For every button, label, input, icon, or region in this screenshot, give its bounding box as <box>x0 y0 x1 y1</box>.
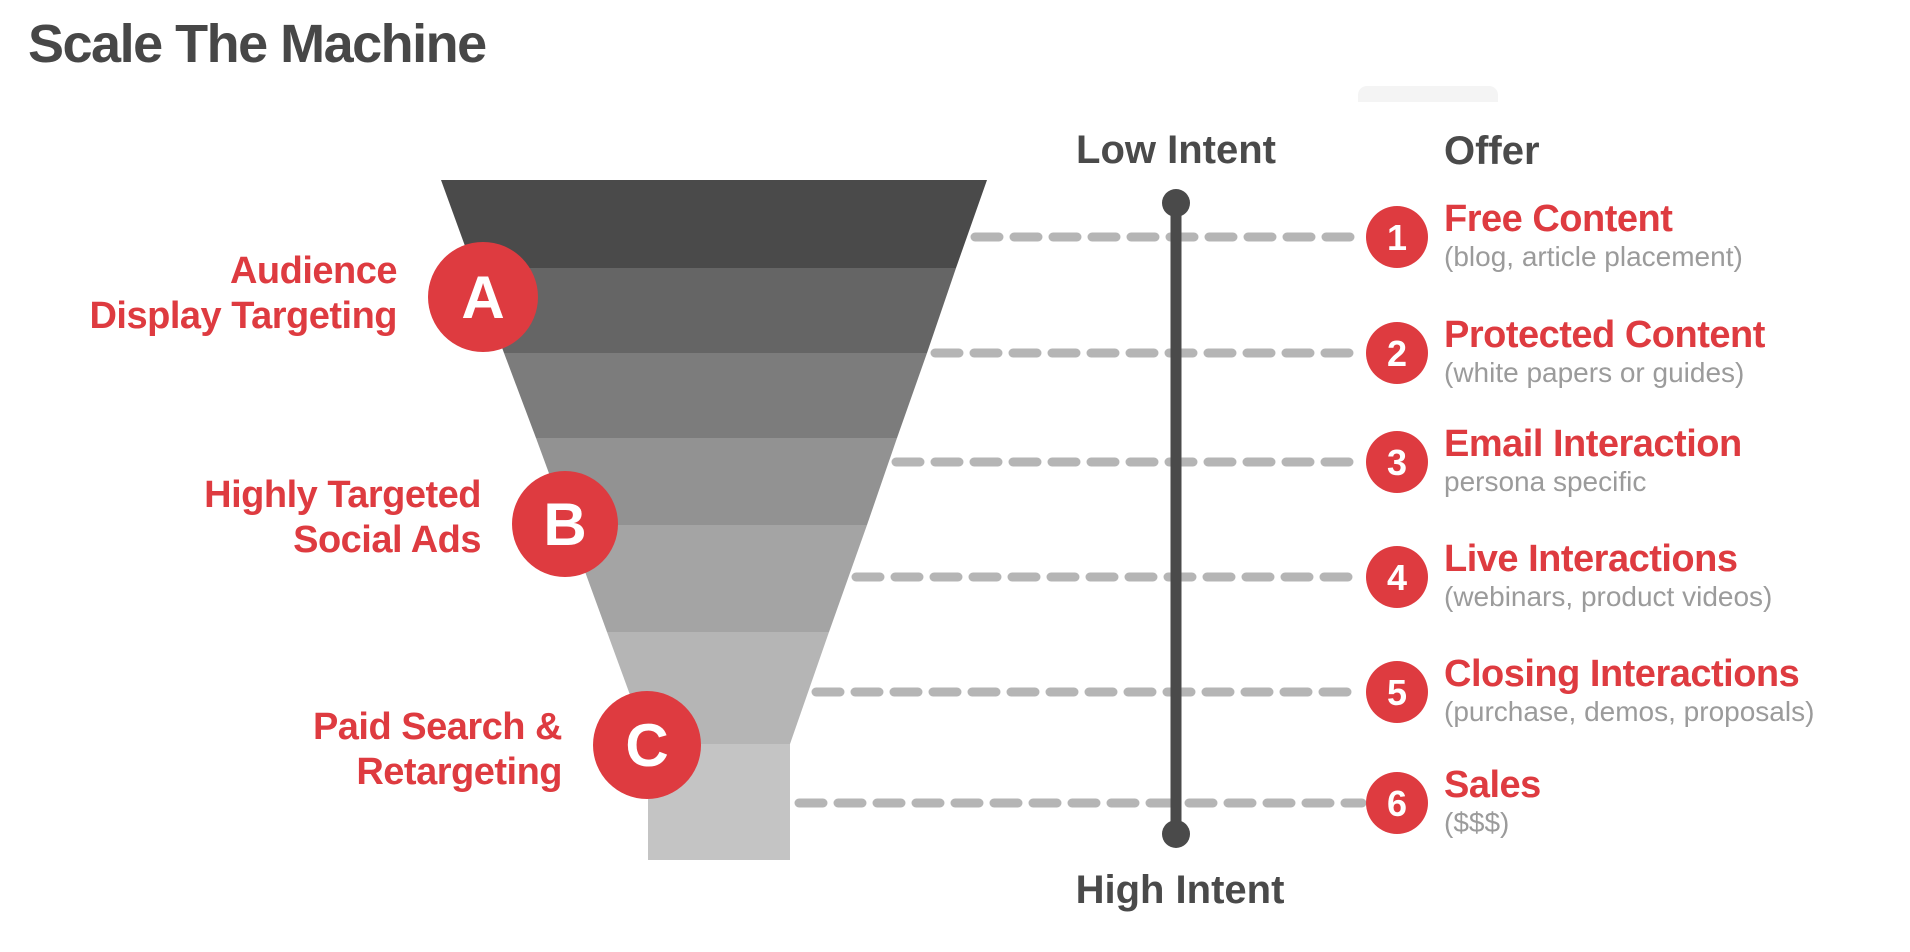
offer-badge-6-number: 6 <box>1387 783 1407 824</box>
offer-badge-1-number: 1 <box>1387 217 1407 258</box>
channel-badge-b <box>512 471 618 577</box>
funnel-band-2 <box>473 268 956 353</box>
channel-badge-c-letter: C <box>625 712 668 779</box>
offer-badge-3-number: 3 <box>1387 442 1407 483</box>
channel-badge-b-letter: B <box>543 491 586 558</box>
offer-title-closing-interactions: Closing Interactions <box>1444 653 1800 695</box>
page-title: Scale The Machine <box>28 14 487 74</box>
artifact-shape <box>1358 86 1498 102</box>
offer-subtitle-protected-content: (white papers or guides) <box>1444 357 1745 388</box>
low-intent-label: Low Intent <box>1076 128 1276 172</box>
intent-axis-top-dot <box>1162 189 1190 217</box>
offer-title-email-interaction: Email Interaction <box>1444 423 1742 465</box>
funnel-band-1 <box>441 180 987 268</box>
channel-label-line1: Paid Search & <box>312 706 563 748</box>
channel-label-line1: Audience <box>229 250 398 292</box>
channel-label-line2: Display Targeting <box>89 295 397 337</box>
channel-label-highly-targeted-social-ads: Highly Targeted Social Ads <box>111 473 481 563</box>
offer-badge-3 <box>1366 431 1428 493</box>
offer-badge-2 <box>1366 322 1428 384</box>
channel-label-line1: Highly Targeted <box>204 474 481 516</box>
funnel-band-5 <box>568 525 867 632</box>
offer-subtitle-free-content: (blog, article placement) <box>1444 241 1743 272</box>
offer-badge-4 <box>1366 546 1428 608</box>
offer-title-protected-content: Protected Content <box>1444 314 1765 356</box>
offer-badge-6 <box>1366 772 1428 834</box>
offer-badge-5 <box>1366 661 1428 723</box>
offer-subtitle-live-interactions: (webinars, product videos) <box>1444 581 1773 612</box>
channel-label-paid-search-retargeting: Paid Search & Retargeting <box>192 705 563 795</box>
offer-title-free-content: Free Content <box>1444 198 1673 240</box>
high-intent-label: High Intent <box>1075 868 1285 912</box>
channel-badge-a-letter: A <box>461 264 504 331</box>
offer-badge-4-number: 4 <box>1387 557 1407 598</box>
offer-badge-5-number: 5 <box>1387 672 1407 713</box>
offer-subtitle-closing-interactions: (purchase, demos, proposals) <box>1444 696 1815 727</box>
funnel-band-4 <box>536 438 897 525</box>
channel-label-line2: Social Ads <box>293 519 481 561</box>
channel-badge-a <box>428 242 538 352</box>
intent-axis-bottom-dot <box>1162 820 1190 848</box>
offer-title-sales: Sales <box>1444 764 1541 806</box>
channel-label-audience-display-targeting: Audience Display Targeting <box>27 249 397 339</box>
offer-subtitle-sales: ($$$) <box>1444 807 1510 838</box>
channel-label-line2: Retargeting <box>356 751 562 793</box>
offer-subtitle-email-interaction: persona specific <box>1444 466 1647 497</box>
channel-badge-c <box>593 691 701 799</box>
offer-column-header: Offer <box>1444 129 1540 173</box>
offer-badge-2-number: 2 <box>1387 333 1407 374</box>
funnel-band-3 <box>504 353 927 438</box>
offer-title-live-interactions: Live Interactions <box>1444 538 1738 580</box>
offer-badge-1 <box>1366 206 1428 268</box>
